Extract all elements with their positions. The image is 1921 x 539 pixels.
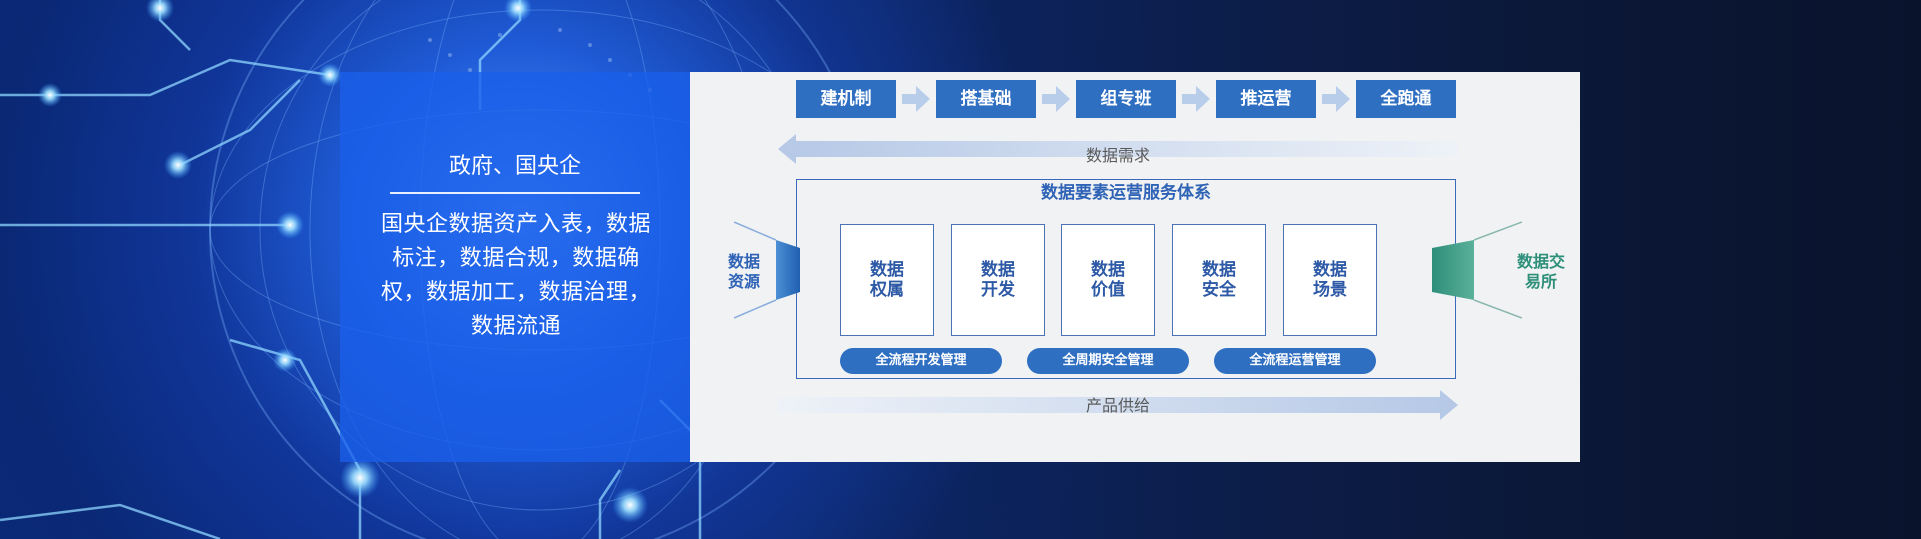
step-zuzhuanban: 组专班 [1076,80,1176,118]
panel-divider [390,192,640,194]
pill-security-management: 全周期安全管理 [1027,348,1189,374]
panel-description: 国央企数据资产入表，数据标注，数据合规，数据确权，数据加工，数据治理，数据流通 [380,212,651,339]
step-quanpaotong: 全跑通 [1356,80,1456,118]
demand-flow-label: 数据需求 [1085,146,1150,165]
module-data-value: 数据 价值 [1061,224,1155,336]
arrow-right-icon [1182,86,1210,112]
info-panel [340,72,690,462]
supply-flow-label: 产品供给 [1085,396,1150,415]
data-exchange-label: 数据交 易所 [1516,252,1565,291]
module-data-development: 数据 开发 [951,224,1045,336]
left-funnel-icon [734,221,800,319]
step-dajichu: 搭基础 [936,80,1036,118]
supply-flow-arrow [778,390,1458,420]
diagram-card: 建机制 搭基础 组专班 推运营 全跑通 数据需求 [690,72,1580,462]
service-system-title: 数据要素运营服务体系 [1041,183,1211,203]
pill-ops-management: 全流程运营管理 [1214,348,1376,374]
data-resource-label: 数据 资源 [727,252,760,291]
step-jianjizhi: 建机制 [796,80,896,118]
demand-flow-arrow [778,134,1458,164]
module-data-scenario: 数据 场景 [1283,224,1377,336]
step-tuiyunying: 推运营 [1216,80,1316,118]
panel-title: 政府、国央企 [448,154,581,179]
module-data-ownership: 数据 权属 [840,224,934,336]
pill-dev-management: 全流程开发管理 [840,348,1002,374]
module-data-security: 数据 安全 [1172,224,1266,336]
arrow-right-icon [902,86,930,112]
right-funnel-icon [1432,221,1522,319]
arrow-right-icon [1042,86,1070,112]
arrow-right-icon [1322,86,1350,112]
